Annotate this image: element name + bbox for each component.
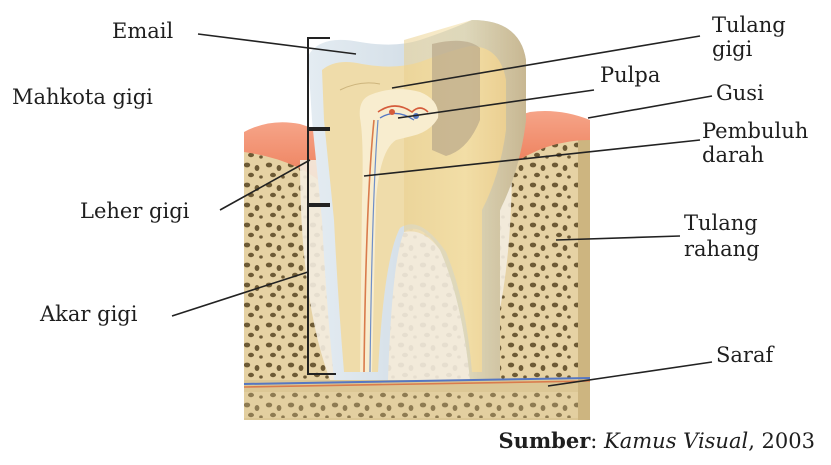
label-akar-gigi: Akar gigi [40,303,137,326]
label-mahkota-gigi: Mahkota gigi [12,86,153,109]
source-prefix: Sumber [499,428,591,453]
label-tulang-rahang-line2: rahang [684,238,760,261]
label-pembuluh-line1: Pembuluh [702,120,808,143]
label-email: Email [112,20,173,43]
label-pembuluh-line2: darah [702,144,764,167]
source-caption: Sumber: Kamus Visual, 2003 [499,428,815,453]
source-title: Kamus Visual [604,429,748,453]
label-tulang-rahang-line1: Tulang [684,212,758,235]
label-gusi: Gusi [716,82,764,105]
label-tulang-gigi-line2: gigi [712,38,752,61]
label-tulang-gigi-line1: Tulang [712,14,786,37]
label-saraf: Saraf [716,344,773,367]
source-year: , 2003 [748,429,815,453]
source-sep: : [590,429,604,453]
label-leher-gigi: Leher gigi [80,200,189,223]
label-pulpa: Pulpa [600,64,660,87]
